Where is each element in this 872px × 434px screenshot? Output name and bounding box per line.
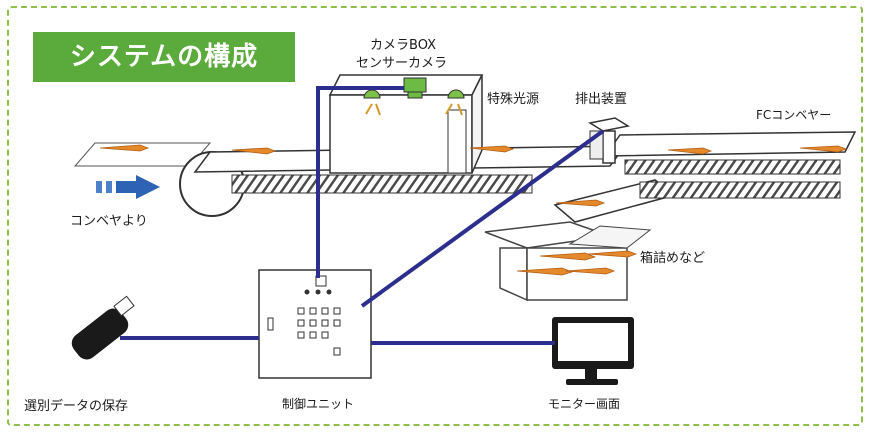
label-control-unit: 制御ユニット xyxy=(282,397,355,411)
fc-conveyor xyxy=(603,131,857,175)
label-fc-conveyor: FCコンベヤー xyxy=(756,108,832,122)
sensor-camera-icon xyxy=(403,77,427,99)
diagram-frame xyxy=(7,6,863,426)
diagram-title: システムの構成 xyxy=(33,32,295,82)
packing-box xyxy=(484,221,652,302)
control-wiring xyxy=(120,86,605,345)
label-boxing: 箱詰めなど xyxy=(640,251,706,266)
incoming-arrow-icon xyxy=(96,175,160,199)
label-camera-box: カメラBOX xyxy=(370,38,436,53)
special-light-icon xyxy=(363,89,465,116)
carrots xyxy=(99,144,848,276)
label-special-light: 特殊光源 xyxy=(487,92,540,107)
label-monitor-screen: モニター画面 xyxy=(548,397,621,411)
usb-drive-icon xyxy=(71,295,135,360)
label-data-storage: 選別データの保存 xyxy=(24,399,129,414)
label-sensor-camera: センサーカメラ xyxy=(356,56,448,71)
monitor-icon xyxy=(552,317,634,385)
control-unit-box xyxy=(258,269,372,379)
lower-conveyor xyxy=(553,179,841,223)
label-from-conveyor: コンベヤより xyxy=(70,214,148,229)
label-ejector: 排出装置 xyxy=(575,92,628,107)
